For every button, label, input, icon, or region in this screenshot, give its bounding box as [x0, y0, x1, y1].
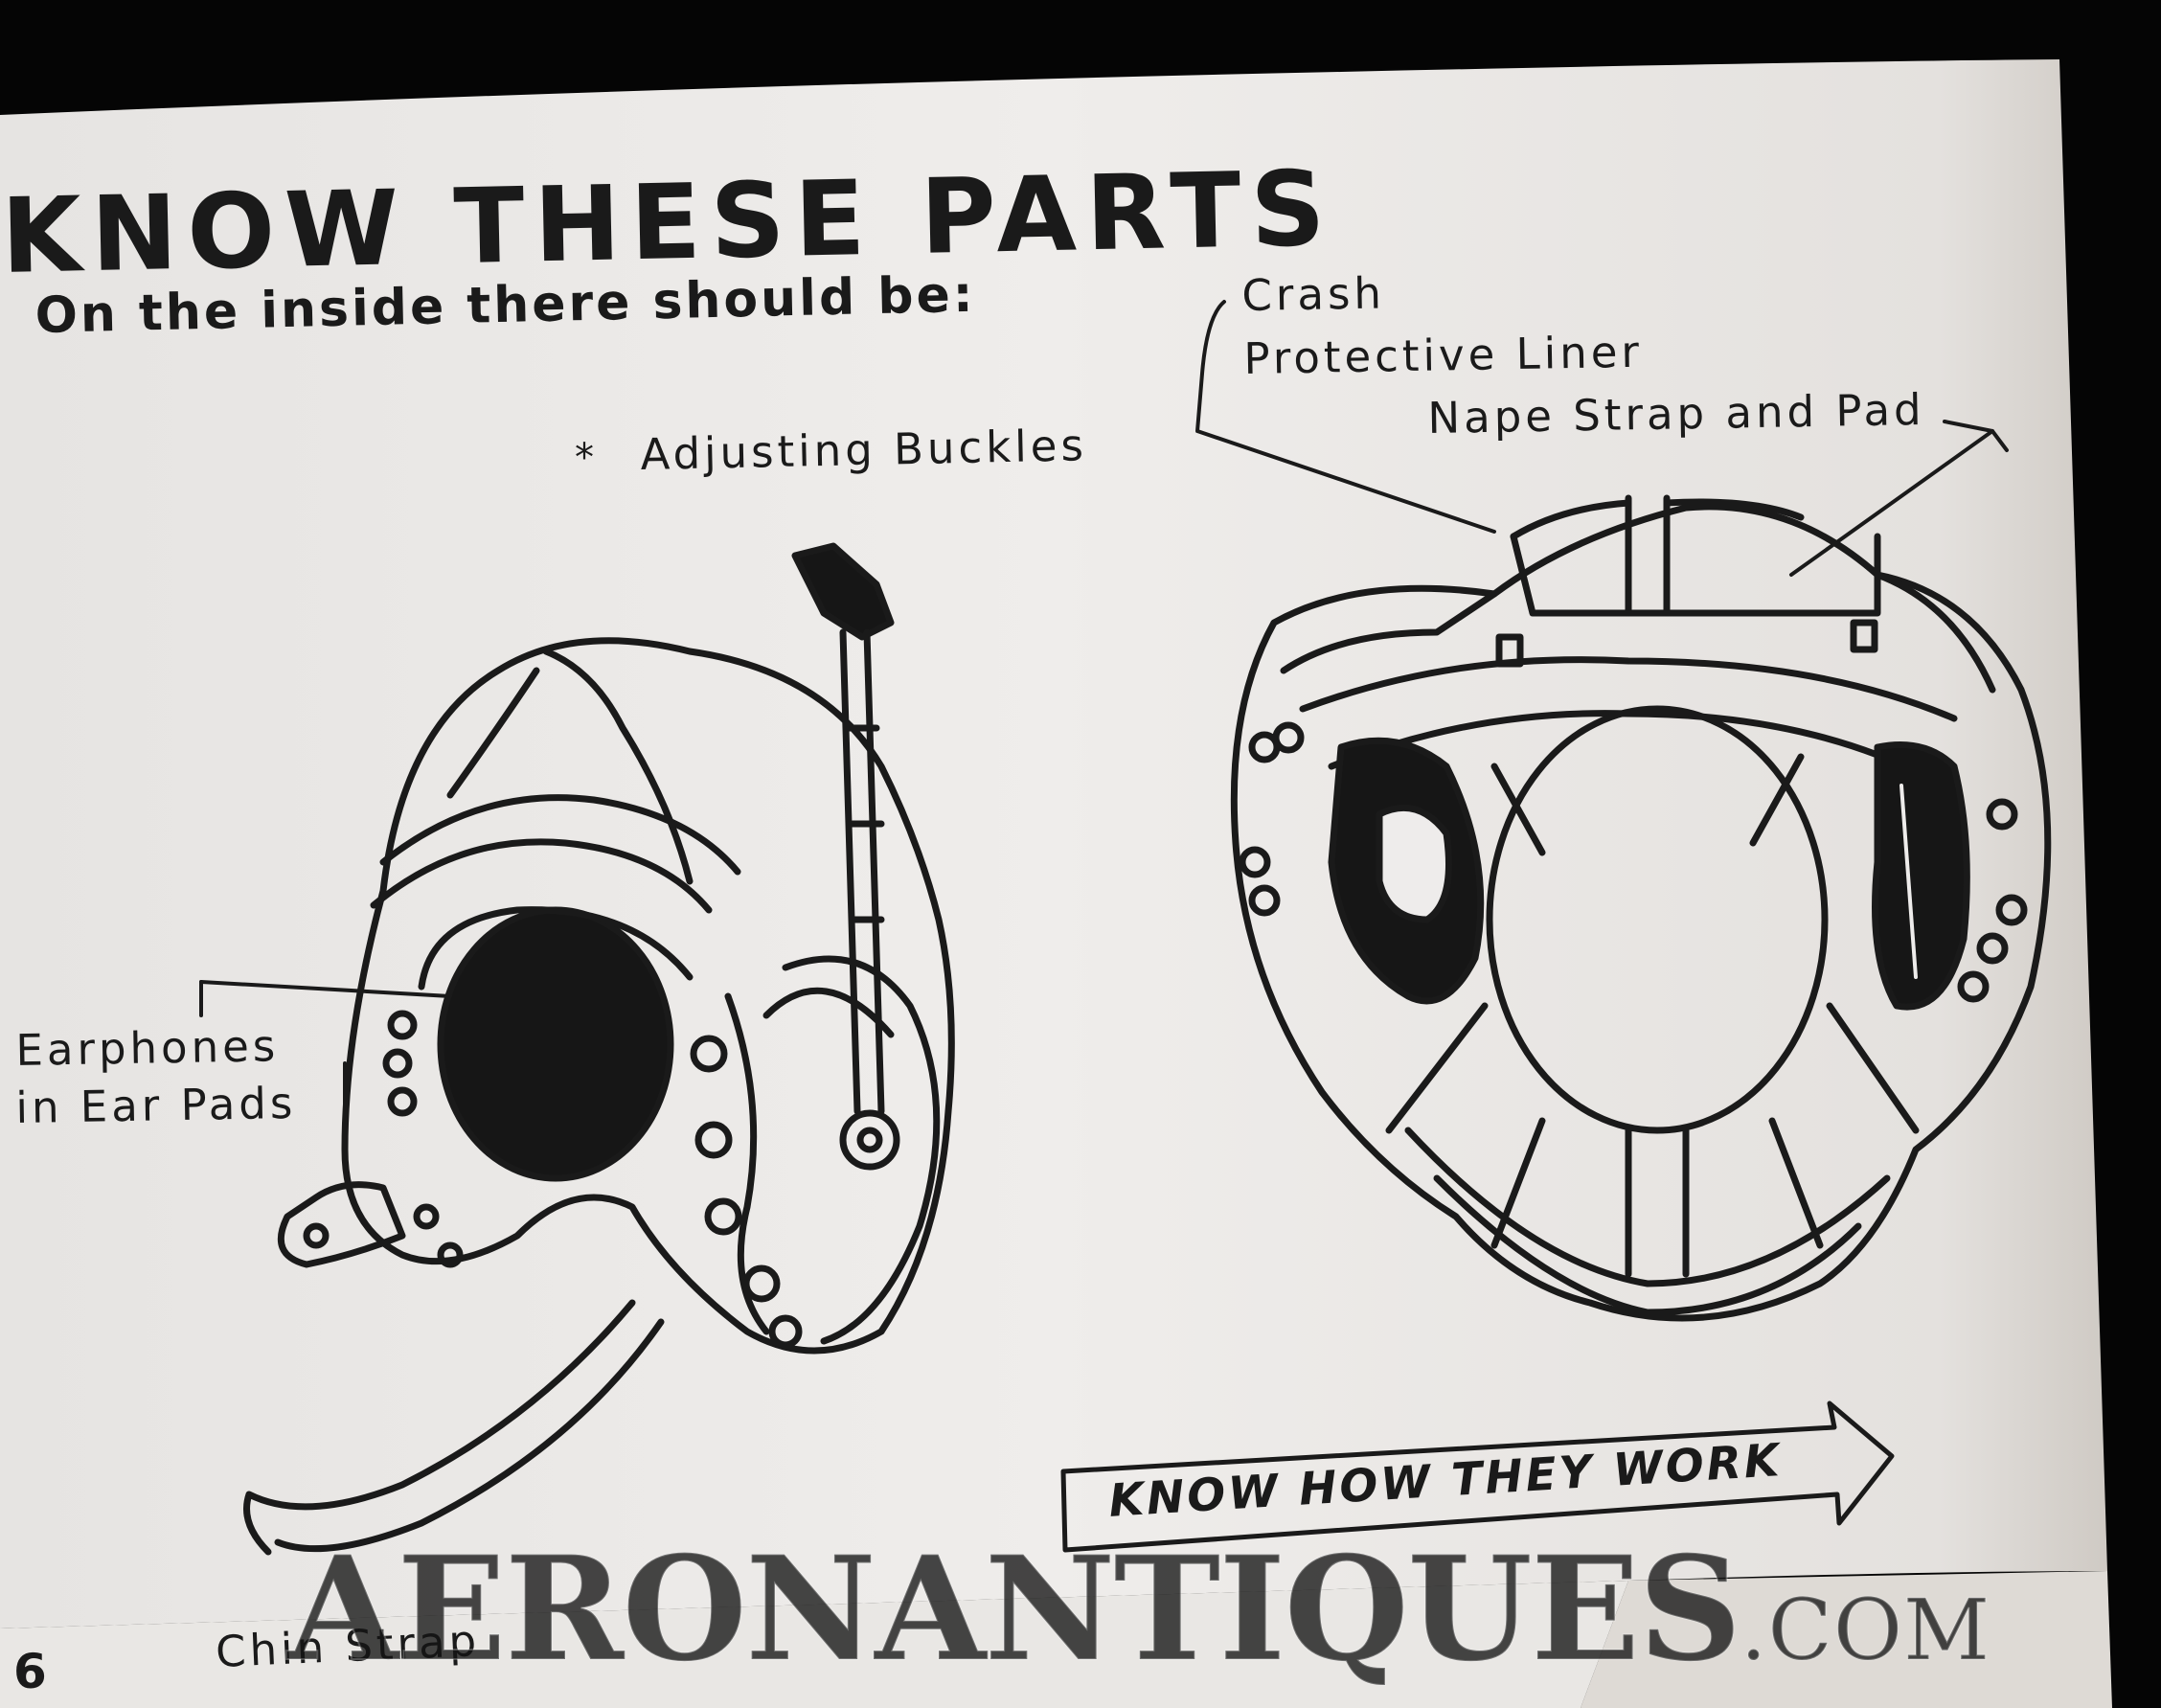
bullet-marker: *	[575, 436, 598, 480]
watermark-logo: AERONANTIQUES.COM	[286, 1524, 1991, 1695]
watermark-main: AERONANTIQUES	[286, 1524, 1743, 1695]
label-crash: Crash	[1241, 267, 1386, 321]
label-nape-strap: Nape Strap and Pad	[1427, 383, 1926, 444]
label-protective-liner: Protective Liner	[1243, 326, 1644, 384]
label-ear-pads: in Ear Pads	[15, 1077, 297, 1133]
label-adjusting-buckles: Adjusting Buckles	[640, 420, 1088, 480]
page-number: 6	[13, 1644, 47, 1699]
watermark-suffix: .COM	[1740, 1580, 1991, 1680]
label-earphones: Earphones	[15, 1020, 280, 1076]
